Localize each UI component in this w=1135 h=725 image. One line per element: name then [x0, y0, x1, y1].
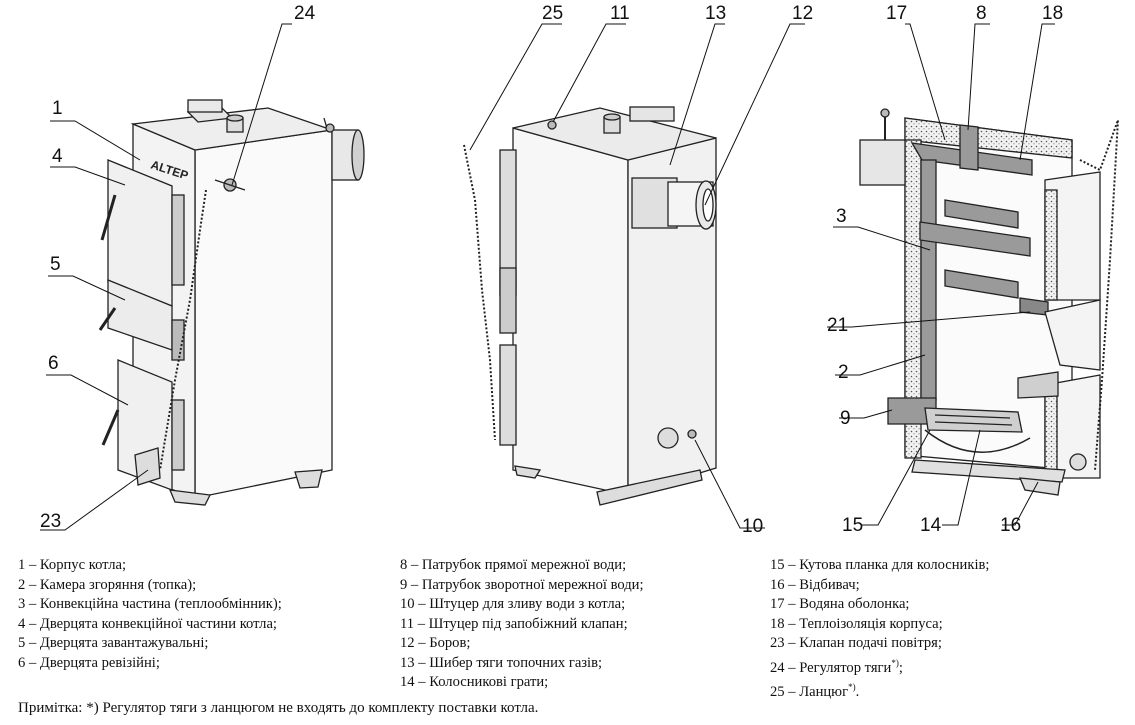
callout-6: 6 [48, 353, 59, 374]
legend-column-1: 1 – Корпус котла; 2 – Камера згоряння (т… [18, 556, 282, 673]
callout-8: 8 [976, 3, 987, 24]
callout-1: 1 [52, 98, 63, 119]
legend-item: 12 – Боров; [400, 635, 471, 651]
callout-16: 16 [1000, 515, 1021, 536]
footnote-mark: *) [848, 682, 856, 692]
callout-21: 21 [827, 315, 848, 336]
callout-3: 3 [836, 206, 847, 227]
boiler-diagram: ALTEP [40, 3, 1119, 537]
legend-item: 8 – Патрубок прямої мережної води; [400, 557, 627, 573]
legend-item: 23 – Клапан подачі повітря; [770, 635, 942, 651]
legend-item: 3 – Конвекційна частина (теплообмінник); [18, 596, 282, 612]
callout-5: 5 [50, 254, 61, 275]
legend-item: 16 – Відбивач; [770, 576, 860, 593]
callout-15: 15 [842, 515, 863, 536]
callout-labels: 1 4 5 6 23 24 25 11 13 12 10 17 8 18 3 2… [40, 3, 1063, 537]
callout-2: 2 [838, 362, 849, 383]
footnote-mark: *) [891, 657, 899, 668]
legend-item: 9 – Патрубок зворотної мережної води; [400, 576, 644, 593]
callout-25: 25 [542, 3, 563, 24]
footnote: Примітка: *) Регулятор тяги з ланцюгом н… [18, 700, 539, 716]
callout-11: 11 [610, 3, 630, 24]
callout-10: 10 [742, 516, 763, 537]
legend-item: 15 – Кутова планка для колосників; [770, 557, 990, 573]
boiler-section-view [859, 108, 1119, 496]
boiler-front-view: ALTEP [98, 99, 365, 506]
legend-item: 14 – Колосникові грати; [400, 674, 549, 690]
legend-item: 10 – Штуцер для зливу води з котла; [400, 596, 626, 612]
callout-23: 23 [40, 511, 61, 532]
callout-13: 13 [705, 3, 726, 24]
legend-item: 4 – Дверцята конвекційної частини котла; [18, 615, 277, 632]
legend-item: 2 – Камера згоряння (топка); [18, 576, 197, 593]
callout-17: 17 [886, 3, 907, 24]
legend-column-3: 15 – Кутова планка для колосників; 16 – … [770, 556, 989, 703]
legend-item: 17 – Водяна оболонка; [770, 596, 910, 612]
legend-column-2: 8 – Патрубок прямої мережної води; 9 – П… [400, 556, 644, 693]
boiler-rear-view [463, 106, 717, 506]
callout-4: 4 [52, 146, 63, 167]
legend-item: 13 – Шибер тяги топочних газів; [400, 654, 603, 671]
legend-item: 18 – Теплоізоляція корпуса; [770, 615, 943, 632]
callout-14: 14 [920, 515, 942, 536]
legend-item-24: 24 – Регулятор тяги*); [770, 657, 903, 676]
leader-lines [40, 23, 1055, 531]
callout-24: 24 [294, 3, 316, 24]
legend-item: 11 – Штуцер під запобіжний клапан; [400, 615, 628, 632]
legend-item: 1 – Корпус котла; [18, 557, 127, 573]
callout-9: 9 [840, 408, 851, 429]
legend-item-25: 25 – Ланцюг*). [770, 682, 860, 700]
legend-item: 5 – Дверцята завантажувальні; [18, 635, 209, 651]
callout-12: 12 [792, 3, 813, 24]
callout-18: 18 [1042, 3, 1063, 24]
legend-item: 6 – Дверцята ревізійні; [18, 654, 160, 671]
